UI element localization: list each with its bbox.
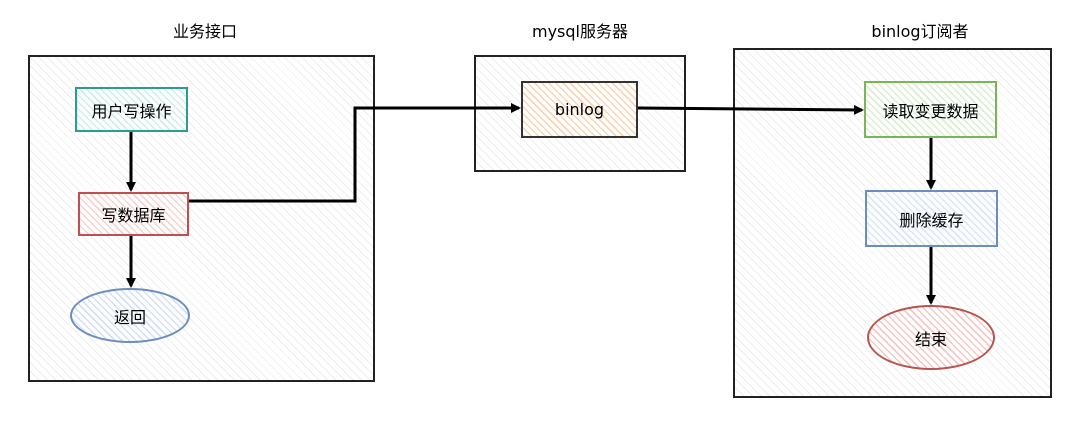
node-user-write-label: 用户写操作 bbox=[91, 101, 172, 121]
panel-title-mysql: mysql服务器 bbox=[532, 22, 628, 41]
node-user-write[interactable]: 用户写操作 bbox=[75, 87, 188, 132]
node-read-changes[interactable]: 读取变更数据 bbox=[864, 81, 997, 138]
node-end[interactable]: 结束 bbox=[867, 305, 995, 370]
node-binlog[interactable]: binlog bbox=[521, 81, 638, 138]
node-read-changes-label: 读取变更数据 bbox=[882, 101, 979, 121]
node-write-db-label: 写数据库 bbox=[101, 206, 166, 225]
node-write-db[interactable]: 写数据库 bbox=[78, 192, 189, 236]
panel-title-business: 业务接口 bbox=[172, 22, 237, 41]
node-delete-cache-label: 删除缓存 bbox=[899, 210, 964, 230]
node-delete-cache[interactable]: 删除缓存 bbox=[865, 190, 998, 247]
node-end-label: 结束 bbox=[914, 329, 947, 349]
panel-title-subscriber: binlog订阅者 bbox=[871, 22, 969, 41]
node-return[interactable]: 返回 bbox=[70, 288, 190, 343]
node-return-label: 返回 bbox=[113, 307, 146, 327]
node-binlog-label: binlog bbox=[554, 100, 605, 119]
